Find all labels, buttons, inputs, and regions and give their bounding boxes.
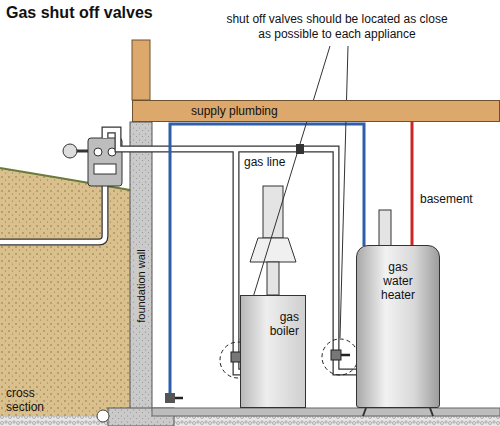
- valve-body: [331, 350, 341, 360]
- pipe-label: gas line: [244, 155, 285, 169]
- structure: [97, 40, 500, 426]
- wood-post: [132, 40, 150, 100]
- boiler-flue-collar: [267, 262, 279, 295]
- section-label: cross section: [6, 386, 52, 414]
- gas-pipe-fill: [105, 130, 356, 372]
- valve-handle: [341, 354, 350, 357]
- gas-pipe: [105, 130, 356, 372]
- heater-leg: [363, 408, 366, 416]
- valve-highlight: [322, 339, 358, 375]
- gas-service: [0, 138, 122, 242]
- water-valve-handle: [175, 397, 183, 400]
- area-label: basement: [420, 192, 473, 206]
- floor-beam: supply plumbing: [132, 100, 500, 122]
- node-label: supply plumbing: [191, 104, 278, 118]
- water-heater-tank: gas water heater: [356, 245, 440, 408]
- gravel-bed: [0, 416, 500, 426]
- regulator: [63, 144, 77, 158]
- foundation-wall: [130, 122, 152, 412]
- service-pipe-fill: [0, 186, 105, 242]
- boiler-body: gas boiler: [240, 295, 306, 408]
- callout-note: shut off valves should be located as clo…: [222, 12, 452, 42]
- soil-section: [0, 168, 130, 416]
- diagram-title: Gas shut off valves: [6, 4, 153, 22]
- wall-label: foundation wall: [134, 247, 148, 324]
- soil: [0, 168, 500, 426]
- regulator-pipe: [76, 150, 88, 153]
- meter-window: [94, 164, 116, 174]
- heater-leg: [430, 408, 433, 416]
- node-label: gas boiler: [259, 310, 299, 338]
- meter-dial: [94, 148, 102, 156]
- water-valve: [165, 393, 175, 403]
- heater-flue: [379, 210, 391, 246]
- service-pipe: [0, 186, 105, 242]
- leader-line: [340, 46, 348, 338]
- node-label: gas water heater: [376, 260, 420, 302]
- floor-slab: [152, 408, 500, 416]
- gas-piping: [105, 130, 358, 378]
- draft-hood: [250, 238, 296, 262]
- boiler-flue: [263, 186, 283, 238]
- drain-tile: [97, 410, 109, 422]
